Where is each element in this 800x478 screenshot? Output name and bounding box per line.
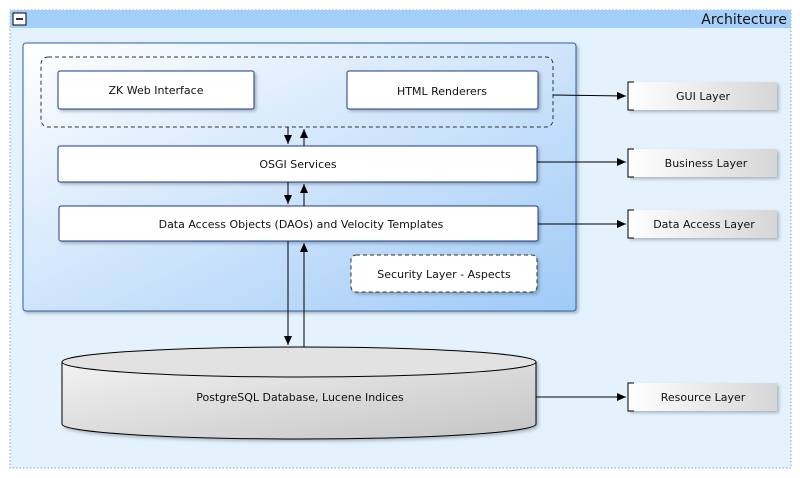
presentation-group <box>40 56 554 128</box>
database-label: PostgreSQL Database, Lucene Indices <box>196 391 404 404</box>
html-renderers-label: HTML Renderers <box>397 85 487 98</box>
zk-web-interface-label: ZK Web Interface <box>109 84 204 97</box>
zk-web-interface-box: ZK Web Interface <box>57 70 255 110</box>
database-cylinder: PostgreSQL Database, Lucene Indices <box>61 346 537 440</box>
frame-title: Architecture <box>701 12 787 28</box>
security-layer-label: Security Layer - Aspects <box>377 268 511 281</box>
business-layer-label: Business Layer <box>665 157 748 170</box>
security-layer-box: Security Layer - Aspects <box>350 254 538 293</box>
resource-layer-label: Resource Layer <box>661 391 746 404</box>
daos-label: Data Access Objects (DAOs) and Velocity … <box>159 218 444 231</box>
gui-layer-box: GUI Layer <box>627 81 777 111</box>
daos-box: Data Access Objects (DAOs) and Velocity … <box>58 205 539 242</box>
data-access-layer-label: Data Access Layer <box>653 218 755 231</box>
gui-layer-label: GUI Layer <box>676 90 730 103</box>
collapse-toggle-button[interactable] <box>12 12 27 26</box>
connector-gui-layer <box>552 91 627 100</box>
business-layer-box: Business Layer <box>627 148 777 178</box>
osgi-services-label: OSGI Services <box>259 158 337 171</box>
data-access-layer-box: Data Access Layer <box>627 209 777 239</box>
frame-title-bar <box>10 10 791 28</box>
html-renderers-box: HTML Renderers <box>346 70 539 110</box>
resource-layer-box: Resource Layer <box>627 382 777 412</box>
osgi-services-box: OSGI Services <box>57 145 538 183</box>
